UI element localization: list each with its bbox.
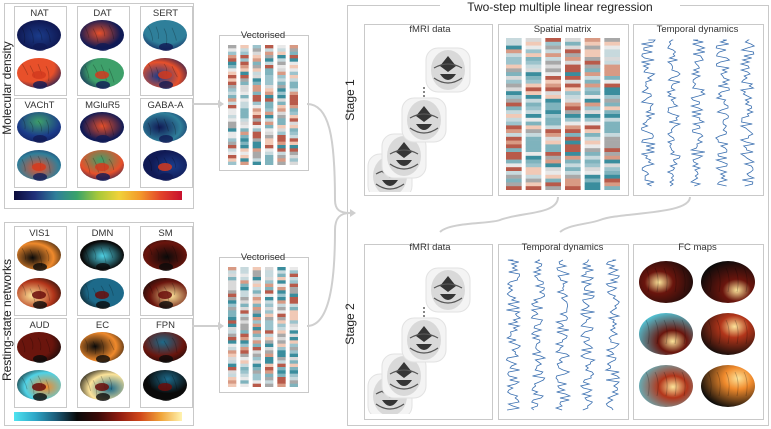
networks-colorbar xyxy=(14,412,182,421)
brain-icon xyxy=(143,20,187,89)
arrow-spatial-to-stage2 xyxy=(439,196,559,233)
vectorised-matrix-top xyxy=(228,45,298,165)
brain-icon xyxy=(80,240,124,309)
brain-map-label: VIS1 xyxy=(29,228,50,239)
brain-icon xyxy=(17,240,61,309)
brain-map-label: MGluR5 xyxy=(85,100,120,111)
brain-map-label: FPN xyxy=(156,320,175,331)
main-title: Two-step multiple linear regression xyxy=(440,0,680,14)
molecular-colorbar xyxy=(14,191,182,200)
arrow-vec-top-to-main xyxy=(306,103,351,214)
stage1-spatial-label: Spatial matrix xyxy=(533,24,592,35)
vectorised-matrix-bottom xyxy=(228,267,298,387)
brain-icon xyxy=(80,112,124,181)
brain-icon xyxy=(80,332,124,401)
stage2-fmri-stack xyxy=(367,267,471,414)
stage1-fmri-stack xyxy=(367,47,471,192)
brain-map-label: GABA-A xyxy=(147,100,184,111)
brain-icon xyxy=(143,112,187,181)
brain-map-label: AUD xyxy=(29,320,50,331)
stage1-label: Stage 1 xyxy=(343,79,357,121)
brain-icon xyxy=(17,20,61,89)
stage2-temporal-label: Temporal dynamics xyxy=(521,242,604,253)
brain-icon xyxy=(17,112,61,181)
brain-icon xyxy=(143,332,187,401)
brain-icon xyxy=(17,332,61,401)
stage2-fc-maps xyxy=(639,261,755,407)
brain-map-label: SERT xyxy=(152,8,179,19)
stage1-temporal-label: Temporal dynamics xyxy=(656,24,739,35)
brain-map-label: DAT xyxy=(93,8,112,19)
brain-map-label: EC xyxy=(95,320,110,331)
stage1-fmri-label: fMRI data xyxy=(409,24,451,35)
stage2-fmri-label: fMRI data xyxy=(409,242,451,253)
stage1-spatial-matrix xyxy=(506,38,620,190)
brain-map-label: DMN xyxy=(91,228,114,239)
stage2-temporal-dynamics xyxy=(505,259,621,411)
arrow-vec-bot-to-main xyxy=(306,212,351,327)
brain-map-label: SM xyxy=(158,228,173,239)
brain-icon xyxy=(143,240,187,309)
stage1-temporal-dynamics xyxy=(640,39,756,187)
vectorised-label-top: Vectorised xyxy=(240,30,286,41)
brain-map-label: VAChT xyxy=(24,100,55,111)
arrow-temporal-to-stage2 xyxy=(559,196,691,233)
brain-icon xyxy=(80,20,124,89)
stage2-fc-label: FC maps xyxy=(678,242,717,253)
brain-map-label: NAT xyxy=(30,8,49,19)
vectorised-label-bottom: Vectorised xyxy=(240,252,286,263)
stage2-label: Stage 2 xyxy=(343,303,357,345)
